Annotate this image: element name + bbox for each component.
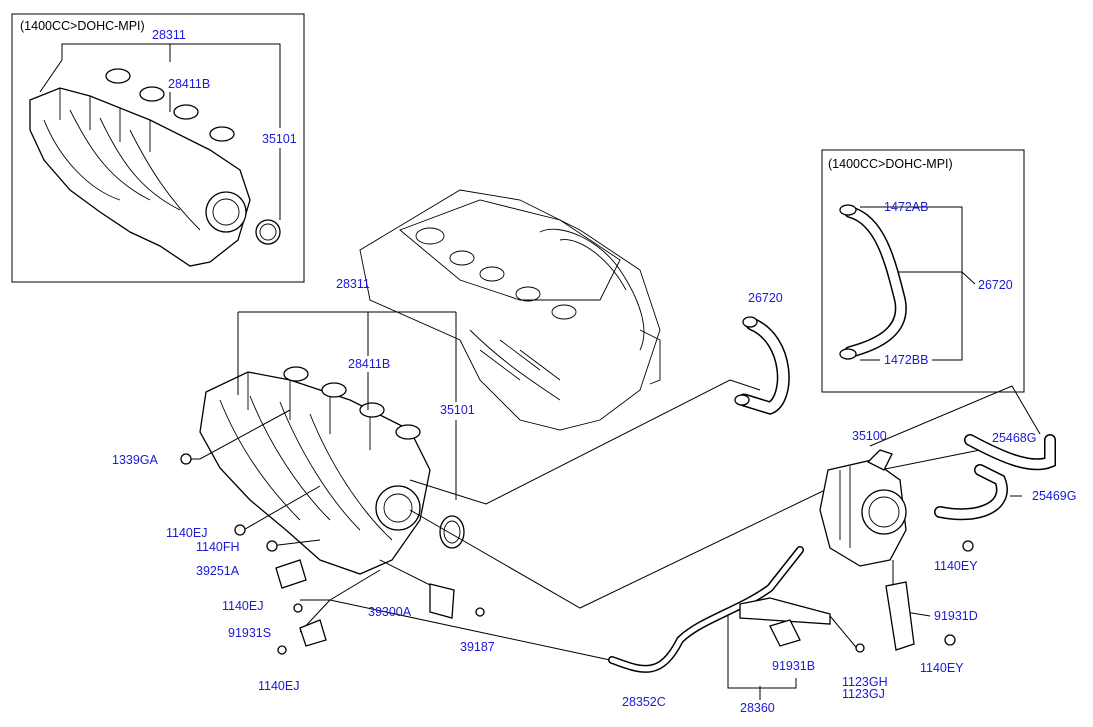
label-1140ey-b[interactable]: 1140EY	[920, 661, 964, 675]
hose-25468-25469-drawing	[934, 434, 1056, 521]
label-1140fh[interactable]: 1140FH	[196, 540, 240, 554]
label-39300a[interactable]: 39300A	[368, 605, 412, 619]
label-91931b[interactable]: 91931B	[772, 659, 815, 673]
main-labels: 28311 28411B 35101 26720 35100 25468G 25…	[112, 277, 1076, 715]
label-1140ej-a[interactable]: 1140EJ	[166, 526, 207, 540]
inset-left: (1400CC>DOHC-MPI) 28311 28411B 35101	[11, 13, 305, 283]
inset-left-header: (1400CC>DOHC-MPI)	[20, 19, 145, 33]
inset-right-header: (1400CC>DOHC-MPI)	[828, 157, 953, 171]
label-91931d[interactable]: 91931D	[934, 609, 978, 623]
label-35100[interactable]: 35100	[852, 429, 887, 443]
label-39187[interactable]: 39187	[460, 640, 495, 654]
inset-left-label-gasket[interactable]: 28411B	[168, 77, 210, 91]
inset-left-label-oring[interactable]: 35101	[262, 132, 297, 146]
label-1140ej-c[interactable]: 1140EJ	[258, 679, 299, 693]
label-28352c[interactable]: 28352C	[622, 695, 666, 709]
inset-right-hose-drawing	[839, 204, 907, 360]
label-1123gj[interactable]: 1123GJ	[842, 687, 885, 701]
label-1123gh[interactable]: 1123GH	[842, 675, 888, 689]
inset-left-label-manifold[interactable]: 28311	[152, 28, 186, 42]
throttle-body-drawing	[819, 449, 907, 567]
label-28360[interactable]: 28360	[740, 701, 775, 715]
label-25468g[interactable]: 25468G	[992, 431, 1036, 445]
inset-left-frame	[11, 13, 305, 283]
label-28411b[interactable]: 28411B	[348, 357, 390, 371]
brackets-bolts-drawing	[180, 453, 974, 655]
pipe-28352c-drawing	[608, 546, 804, 673]
label-28311[interactable]: 28311	[336, 277, 370, 291]
label-1140ej-b[interactable]: 1140EJ	[222, 599, 263, 613]
inset-right: (1400CC>DOHC-MPI) 1472AB 26720 1472BB	[821, 149, 1025, 393]
inset-right-label-clamp-top[interactable]: 1472AB	[884, 200, 928, 214]
intake-manifold-drawing	[199, 366, 465, 575]
inset-right-label-hose[interactable]: 26720	[978, 278, 1013, 292]
label-35101[interactable]: 35101	[440, 403, 475, 417]
label-91931s[interactable]: 91931S	[228, 626, 271, 640]
label-26720[interactable]: 26720	[748, 291, 783, 305]
inset-left-manifold-drawing	[29, 68, 281, 267]
engine-block-drawing	[359, 189, 661, 431]
label-1140ey-a[interactable]: 1140EY	[934, 559, 978, 573]
label-25469g[interactable]: 25469G	[1032, 489, 1076, 503]
inset-left-leader-manifold	[61, 43, 281, 128]
hose-26720-drawing	[734, 316, 790, 415]
inset-right-label-clamp-bottom[interactable]: 1472BB	[884, 353, 928, 367]
label-39251a[interactable]: 39251A	[196, 564, 240, 578]
inset-right-frame	[821, 149, 1025, 393]
label-1339ga[interactable]: 1339GA	[112, 453, 159, 467]
